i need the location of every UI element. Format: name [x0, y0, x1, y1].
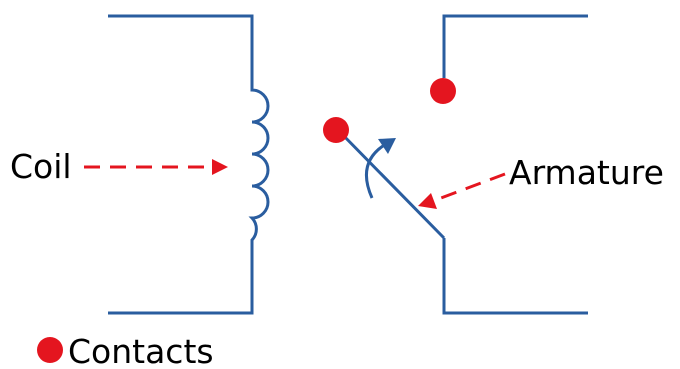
rotation-arc — [364, 142, 387, 199]
legend-contact-dot — [37, 337, 63, 363]
armature-lower-wire — [442, 238, 588, 315]
rotation-arrowhead — [378, 138, 396, 154]
armature-pointer-line — [432, 172, 506, 203]
coil-wire — [108, 14, 270, 315]
fixed-contact — [430, 78, 456, 104]
coil-pointer-head — [212, 159, 228, 175]
upper-contact-wire — [442, 14, 588, 78]
armature-pointer-head — [418, 193, 437, 209]
coil-label: Coil — [10, 147, 72, 186]
legend-contacts-label: Contacts — [68, 332, 214, 369]
moving-contact — [323, 117, 349, 143]
armature — [336, 128, 446, 240]
armature-label: Armature — [509, 153, 664, 192]
